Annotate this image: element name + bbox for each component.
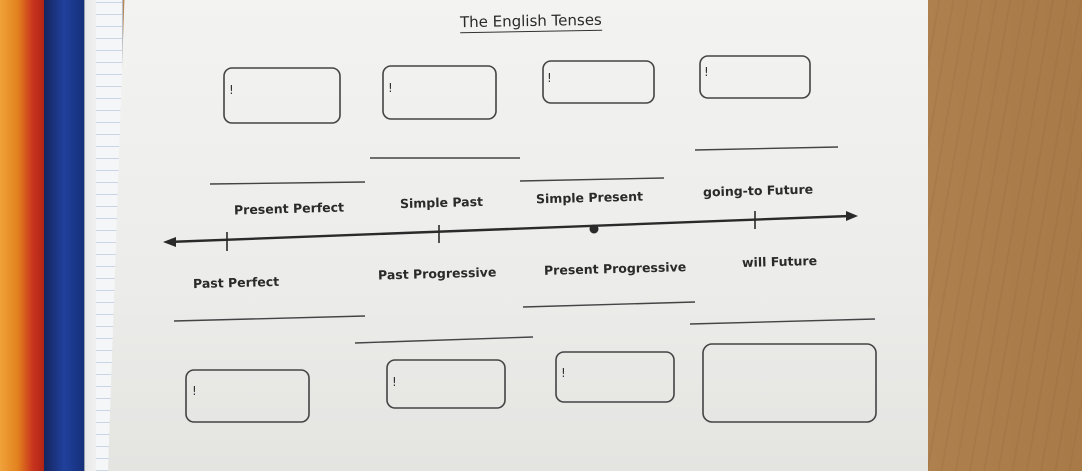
label-will-future: will Future — [741, 253, 818, 270]
answer-box-bottom-1 — [185, 369, 310, 423]
timeline-arrowhead-right — [846, 211, 858, 221]
timeline-arrowhead-left — [163, 237, 176, 247]
answer-line-top-3 — [519, 177, 665, 182]
box-mark: ! — [704, 65, 709, 79]
box-mark: ! — [561, 366, 566, 380]
box-mark: ! — [192, 384, 197, 398]
answer-box-top-3 — [542, 60, 655, 104]
box-mark: ! — [229, 83, 234, 97]
page-title: The English Tenses — [459, 10, 602, 34]
answer-line-top-1 — [209, 181, 366, 185]
box-mark: ! — [392, 375, 397, 389]
answer-box-bottom-3 — [555, 351, 675, 403]
worksheet-paper — [108, 0, 928, 471]
answer-box-bottom-4 — [702, 343, 877, 423]
answer-box-top-2 — [382, 65, 497, 120]
answer-box-top-4 — [699, 55, 811, 99]
label-past-perfect: Past Perfect — [192, 273, 280, 292]
answer-line-bottom-3 — [522, 301, 696, 308]
blue-folder — [44, 0, 84, 471]
box-mark: ! — [388, 81, 393, 95]
label-simple-past: Simple Past — [399, 193, 484, 212]
timeline-arrow — [167, 214, 851, 244]
answer-box-top-1 — [223, 67, 341, 124]
label-present-perfect: Present Perfect — [233, 199, 345, 218]
answer-box-bottom-2 — [386, 359, 506, 409]
label-going-to-future: going-to Future — [702, 181, 814, 200]
box-mark: ! — [547, 71, 552, 85]
timeline-now-dot — [589, 224, 599, 234]
answer-line-top-4 — [694, 146, 839, 151]
orange-folder — [0, 0, 44, 471]
answer-line-bottom-4 — [689, 318, 876, 325]
answer-line-bottom-1 — [173, 315, 366, 322]
label-simple-present: Simple Present — [535, 188, 644, 207]
answer-line-bottom-2 — [354, 336, 534, 344]
label-past-progressive: Past Progressive — [377, 264, 497, 283]
